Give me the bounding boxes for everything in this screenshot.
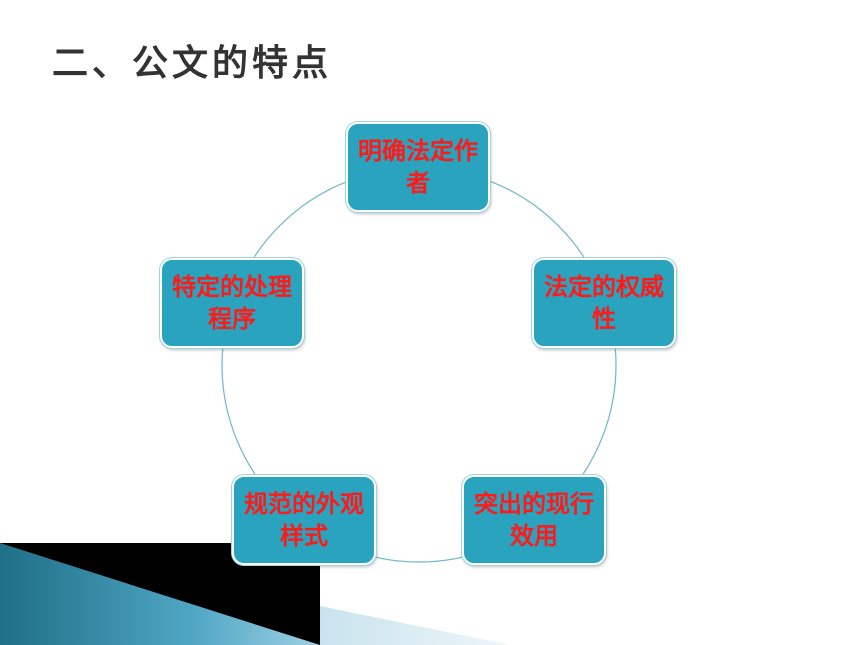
cycle-node-author: 明确法定作者 xyxy=(346,122,490,212)
node-label: 突出的现行效用 xyxy=(474,490,594,550)
cycle-node-authority: 法定的权威性 xyxy=(532,258,676,348)
cycle-node-procedure: 特定的处理程序 xyxy=(160,258,304,348)
node-label: 法定的权威性 xyxy=(544,273,664,333)
node-label: 特定的处理程序 xyxy=(172,273,292,333)
cycle-node-effect: 突出的现行效用 xyxy=(462,475,606,565)
cycle-node-format: 规范的外观样式 xyxy=(232,475,376,565)
node-label: 规范的外观样式 xyxy=(244,490,364,550)
slide-title: 二、公文的特点 xyxy=(52,43,333,84)
node-label: 明确法定作者 xyxy=(358,137,478,197)
